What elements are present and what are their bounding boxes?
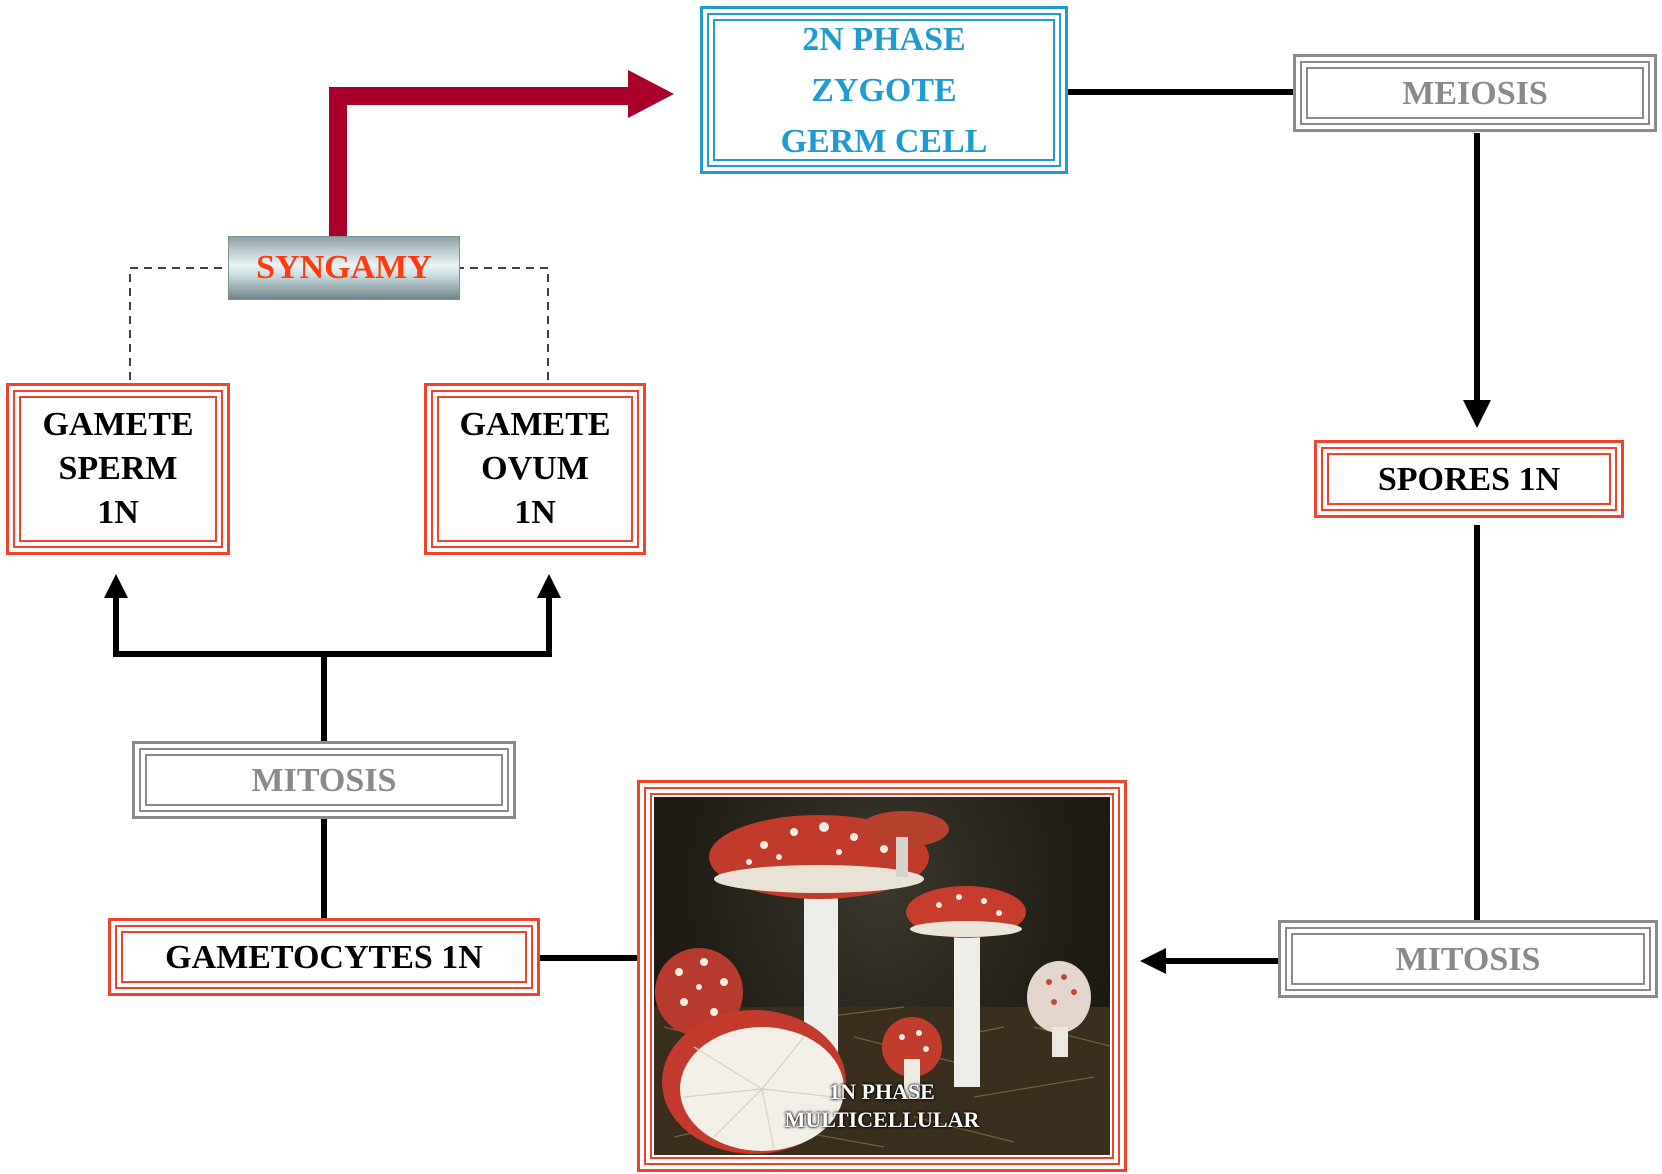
- mitosis-right-box: MITOSIS: [1278, 920, 1658, 998]
- mitosis-photo-arrowhead: [1140, 948, 1166, 974]
- ovum-line-2: OVUM: [481, 449, 589, 487]
- branch-to-gametes: [113, 594, 552, 657]
- ovum-line-1: GAMETE: [459, 405, 611, 443]
- meiosis-spores-arrowhead: [1463, 400, 1491, 428]
- syngamy-zygote-arrow: [329, 87, 632, 236]
- photo-caption: 1N PHASE MULTICELLULAR: [654, 1078, 1110, 1133]
- mitosis-left-label: MITOSIS: [251, 761, 397, 799]
- mitosis-left-box: MITOSIS: [132, 741, 516, 819]
- sperm-arrowhead: [104, 574, 128, 598]
- photo-frame: 1N PHASE MULTICELLULAR: [637, 780, 1127, 1172]
- photo-caption-line-2: MULTICELLULAR: [784, 1106, 980, 1132]
- zygote-line-2: ZYGOTE: [811, 71, 957, 109]
- zygote-box: 2N PHASE ZYGOTE GERM CELL: [700, 6, 1068, 174]
- spores-label: SPORES 1N: [1377, 460, 1561, 498]
- sperm-line-2: SPERM: [58, 449, 178, 487]
- sperm-syngamy-dashed: [129, 267, 228, 380]
- gamete-ovum-box: GAMETE OVUM 1N: [424, 383, 646, 555]
- photo-caption-line-1: 1N PHASE: [829, 1079, 935, 1104]
- ovum-syngamy-dashed: [460, 267, 549, 380]
- mushroom-photo: 1N PHASE MULTICELLULAR: [654, 797, 1110, 1155]
- zygote-line-3: GERM CELL: [780, 122, 988, 160]
- ovum-line-3: 1N: [514, 494, 556, 532]
- ovum-arrowhead: [537, 574, 561, 598]
- meiosis-label: MEIOSIS: [1402, 74, 1548, 112]
- syngamy-box: SYNGAMY: [228, 236, 460, 300]
- gamete-sperm-box: GAMETE SPERM 1N: [6, 383, 230, 555]
- sperm-line-1: GAMETE: [42, 405, 194, 443]
- gametocytes-label: GAMETOCYTES 1N: [165, 938, 483, 976]
- sperm-line-3: 1N: [97, 494, 139, 532]
- zygote-line-1: 2N PHASE: [802, 20, 966, 58]
- gametocytes-box: GAMETOCYTES 1N: [108, 918, 540, 996]
- spores-box: SPORES 1N: [1314, 440, 1624, 518]
- syngamy-zygote-arrowhead: [628, 70, 674, 118]
- mitosis-right-label: MITOSIS: [1395, 940, 1541, 978]
- syngamy-label: SYNGAMY: [256, 249, 432, 286]
- meiosis-box: MEIOSIS: [1293, 54, 1657, 132]
- mushroom-illustration: [654, 811, 1110, 1155]
